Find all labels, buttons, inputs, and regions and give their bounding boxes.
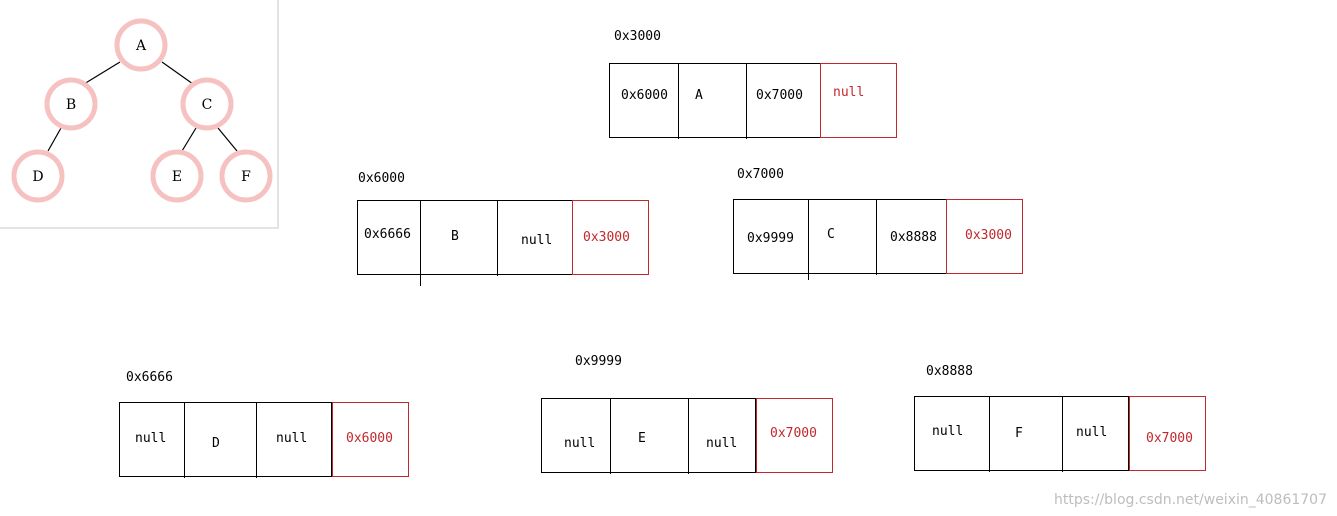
parent-pointer: 0x3000 [965,228,1012,243]
node-fields: 0x6000 A 0x7000 [609,63,821,139]
node-value: C [827,227,835,242]
parent-pointer-cell: 0x7000 [1129,396,1206,471]
parent-pointer: 0x7000 [1146,431,1193,446]
binary-tree-panel: A B C D E F [0,0,279,229]
node-fields: null D null [119,402,332,478]
node-value: E [638,431,646,446]
block-address-label: 0x9999 [575,354,622,369]
left-pointer: 0x6000 [621,88,668,103]
parent-pointer: 0x3000 [583,230,630,245]
left-pointer: 0x9999 [747,231,794,246]
tree-node-label: B [66,97,76,113]
right-pointer: 0x7000 [756,88,803,103]
block-address-label: 0x6666 [126,370,173,385]
node-value: F [1015,426,1023,441]
node-fields: 0x9999 C 0x8888 [733,199,947,280]
node-value: A [695,88,703,103]
parent-pointer: 0x6000 [346,431,393,446]
tree-node-label: F [241,169,251,185]
parent-pointer-cell: 0x7000 [756,398,833,473]
tree-edge-c-e [181,127,197,152]
tree-node-label: A [135,38,147,54]
left-pointer: null [135,431,167,446]
node-value: D [212,436,220,451]
watermark: https://blog.csdn.net/weixin_40861707 [1053,492,1327,508]
right-pointer: null [706,436,738,451]
tree-node-d: D [11,149,65,203]
tree-node-a: A [114,18,168,72]
node-value: B [451,229,459,244]
node-fields: null E null [541,398,756,474]
block-address-label: 0x8888 [926,364,973,379]
block-address-label: 0x6000 [358,171,405,186]
parent-pointer-cell: 0x3000 [572,200,649,275]
parent-pointer-cell: null [820,63,897,138]
tree-edge-b-d [47,127,62,152]
parent-pointer: 0x7000 [770,426,817,441]
node-fields: 0x6666 B null [357,200,573,286]
tree-node-label: D [32,169,43,185]
right-pointer: null [276,431,308,446]
tree-node-label: C [202,97,213,113]
left-pointer: null [564,436,596,451]
block-address-label: 0x7000 [737,167,784,182]
left-pointer: null [932,424,964,439]
tree-node-c: C [180,77,234,131]
parent-pointer-cell: 0x6000 [332,402,409,477]
tree-node-label: E [172,169,182,185]
parent-pointer: null [833,85,865,100]
tree-edge-c-f [217,127,238,152]
tree-edge-a-b [83,61,121,85]
tree-node-f: F [219,149,273,203]
left-pointer: 0x6666 [364,227,411,242]
binary-tree-diagram: A B C D E F [11,18,273,203]
parent-pointer-cell: 0x3000 [946,199,1023,274]
right-pointer: 0x8888 [890,230,937,245]
tree-node-e: E [150,149,204,203]
block-address-label: 0x3000 [614,29,661,44]
tree-edge-a-c [161,61,194,85]
node-fields: null F null [914,396,1129,472]
tree-node-b: B [44,77,98,131]
right-pointer: null [1076,425,1108,440]
right-pointer: null [521,233,553,248]
